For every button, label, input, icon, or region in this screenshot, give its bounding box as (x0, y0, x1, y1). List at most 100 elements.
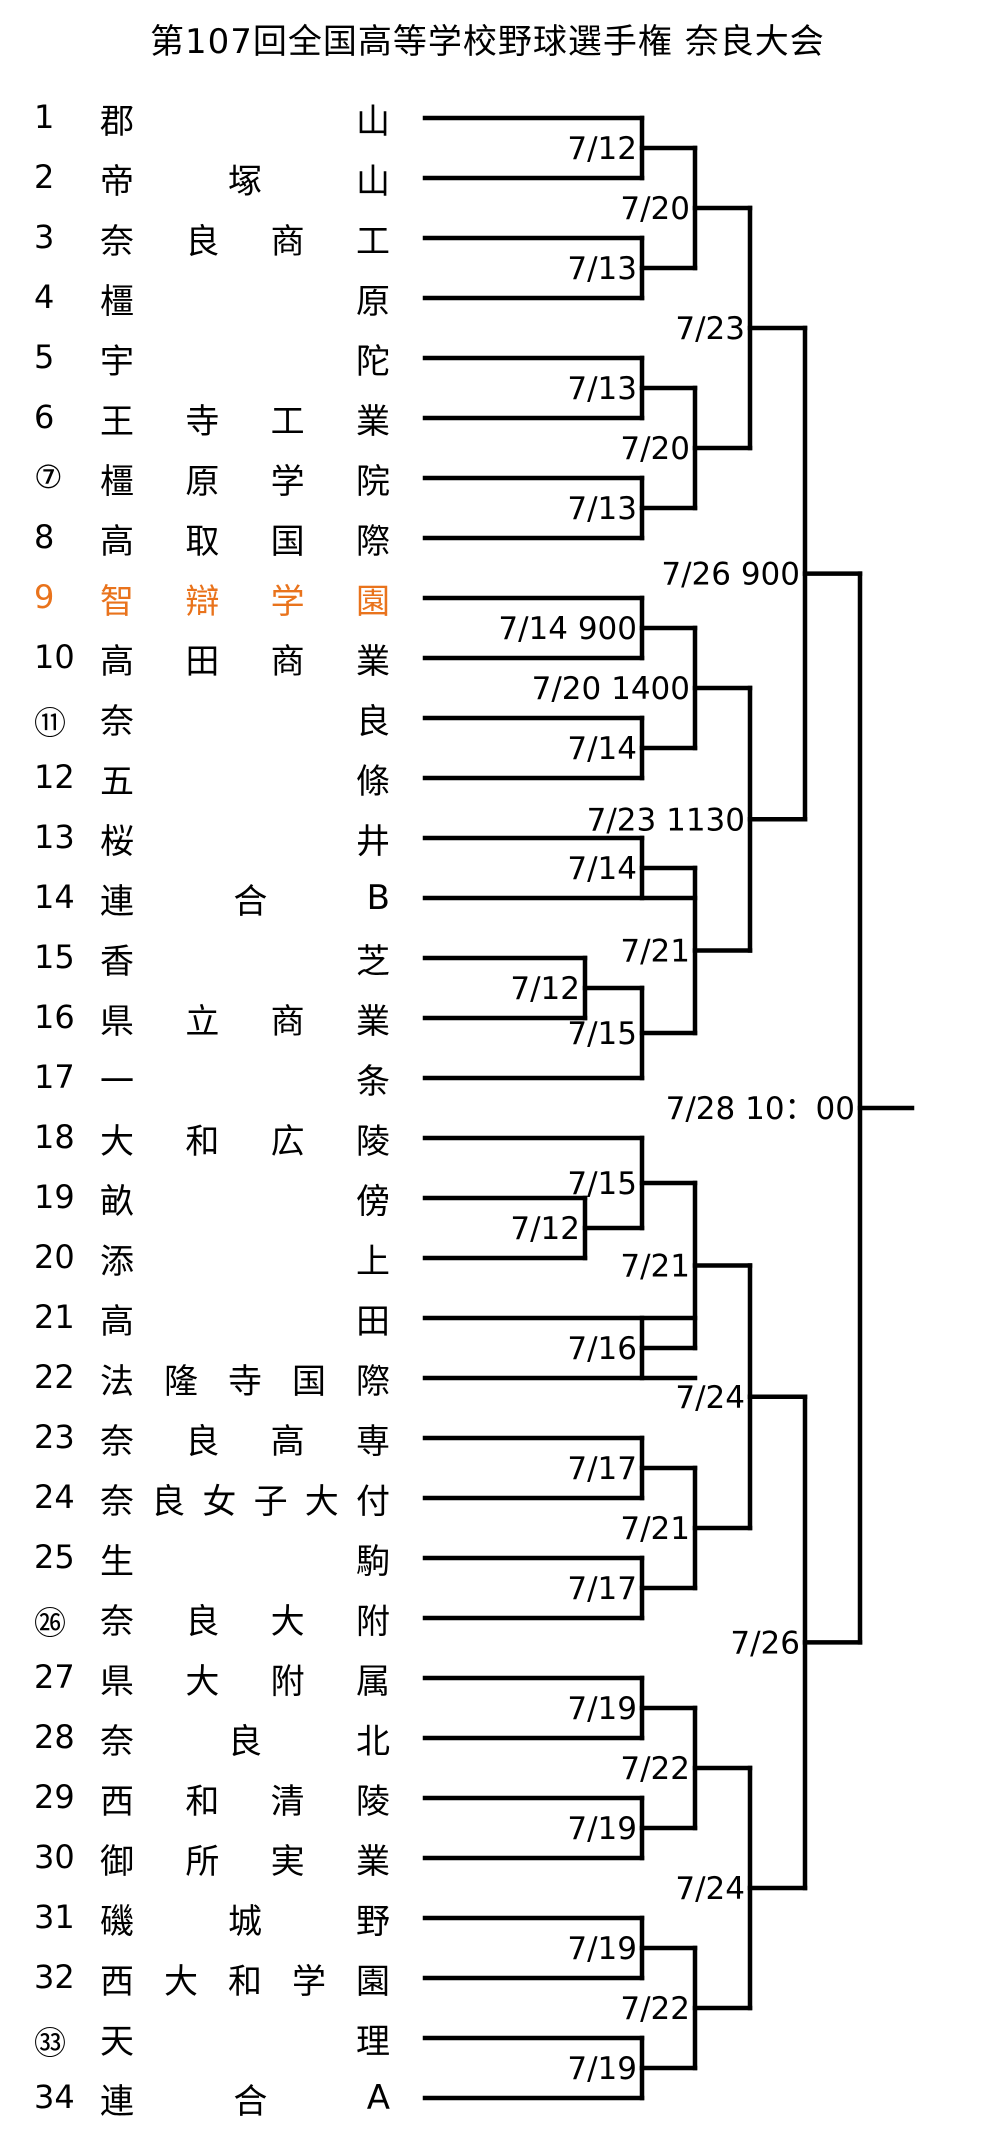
team-row: 1 郡山 (0, 88, 400, 148)
match-date-label: 7/14 900 (498, 611, 637, 647)
match-date-label: 7/12 (510, 1211, 580, 1247)
match-date-label: 7/19 (567, 1931, 637, 1967)
team-name: 奈良大附 (100, 1601, 390, 1642)
team-row: 6 王寺工業 (0, 388, 400, 448)
team-number: 14 (34, 878, 75, 916)
team-row: 30 御所実業 (0, 1828, 400, 1888)
match-date-label: 7/20 (620, 431, 690, 467)
team-number: 30 (34, 1838, 75, 1876)
team-number: 1 (34, 98, 55, 136)
team-name: 西和清陵 (100, 1781, 390, 1822)
match-date-label: 7/19 (567, 1691, 637, 1727)
team-row: 4 橿原 (0, 268, 400, 328)
team-row: 18 大和広陵 (0, 1108, 400, 1168)
match-date-label: 7/22 (620, 1991, 690, 2027)
match-date-label: 7/15 (567, 1166, 637, 1202)
match-date-label: 7/21 (620, 1249, 690, 1285)
team-name: 橿原学院 (100, 461, 390, 502)
team-row: 12 五條 (0, 748, 400, 808)
team-number: 22 (34, 1358, 75, 1396)
team-row: 19 畝傍 (0, 1168, 400, 1228)
team-row: 22 法隆寺国際 (0, 1348, 400, 1408)
team-number: 12 (34, 758, 75, 796)
team-number: 10 (34, 638, 75, 676)
team-name: 磯城野 (100, 1901, 390, 1942)
team-number: 15 (34, 938, 75, 976)
team-name: 西大和学園 (100, 1961, 390, 2002)
match-date-label: 7/19 (567, 1811, 637, 1847)
team-name: 御所実業 (100, 1841, 390, 1882)
team-number: ⑪ (34, 704, 67, 742)
team-name: 宇陀 (100, 341, 390, 382)
team-row: 16 県立商業 (0, 988, 400, 1048)
match-date-label: 7/13 (567, 491, 637, 527)
team-name: 五條 (100, 761, 390, 802)
team-row: 2 帝塚山 (0, 148, 400, 208)
team-number: ㉝ (34, 2024, 67, 2062)
team-row: 13 桜井 (0, 808, 400, 868)
team-number: ㉖ (34, 1604, 67, 1642)
match-date-label: 7/12 (510, 971, 580, 1007)
team-name: 高取国際 (100, 521, 390, 562)
team-name: 県立商業 (100, 1001, 390, 1042)
team-number: 13 (34, 818, 75, 856)
team-name: 橿原 (100, 281, 390, 322)
match-date-label: 7/26 900 (661, 557, 800, 593)
team-number: 28 (34, 1718, 75, 1756)
team-row: 20 添上 (0, 1228, 400, 1288)
team-name: 奈良北 (100, 1721, 390, 1762)
team-row: 3 奈良商工 (0, 208, 400, 268)
match-date-label: 7/16 (567, 1331, 637, 1367)
match-date-label: 7/28 10：00 (666, 1091, 855, 1127)
team-name: 高田 (100, 1301, 390, 1342)
match-date-label: 7/15 (567, 1016, 637, 1052)
match-date-label: 7/24 (675, 1871, 745, 1907)
team-name: 郡山 (100, 101, 390, 142)
page-title: 第107回全国高等学校野球選手権 奈良大会 (150, 22, 825, 62)
team-name: 奈良女子大付 (100, 1481, 390, 1522)
team-number: 3 (34, 218, 55, 256)
team-number: 34 (34, 2078, 75, 2116)
team-name: 高田商業 (100, 641, 390, 682)
match-date-label: 7/23 (675, 311, 745, 347)
match-date-label: 7/14 (567, 731, 637, 767)
team-number: 4 (34, 278, 55, 316)
team-name: 大和広陵 (100, 1121, 390, 1162)
match-date-label: 7/17 (567, 1451, 637, 1487)
team-number: 27 (34, 1658, 75, 1696)
team-name: 奈良商工 (100, 221, 390, 262)
team-name: 帝塚山 (100, 161, 390, 202)
match-date-label: 7/13 (567, 371, 637, 407)
team-name: 天理 (100, 2021, 390, 2062)
team-number: 16 (34, 998, 75, 1036)
team-number: 20 (34, 1238, 75, 1276)
team-number: 23 (34, 1418, 75, 1456)
team-name: 香芝 (100, 941, 390, 982)
match-date-label: 7/12 (567, 131, 637, 167)
team-name: 畝傍 (100, 1181, 390, 1222)
team-name: 桜井 (100, 821, 390, 862)
team-number: 6 (34, 398, 55, 436)
team-name: 法隆寺国際 (100, 1361, 390, 1402)
team-number: 2 (34, 158, 55, 196)
match-date-label: 7/14 (567, 851, 637, 887)
team-name: 添上 (100, 1241, 390, 1282)
team-name: 生駒 (100, 1541, 390, 1582)
team-number: 18 (34, 1118, 75, 1156)
team-number: 19 (34, 1178, 75, 1216)
team-name: 王寺工業 (100, 401, 390, 442)
